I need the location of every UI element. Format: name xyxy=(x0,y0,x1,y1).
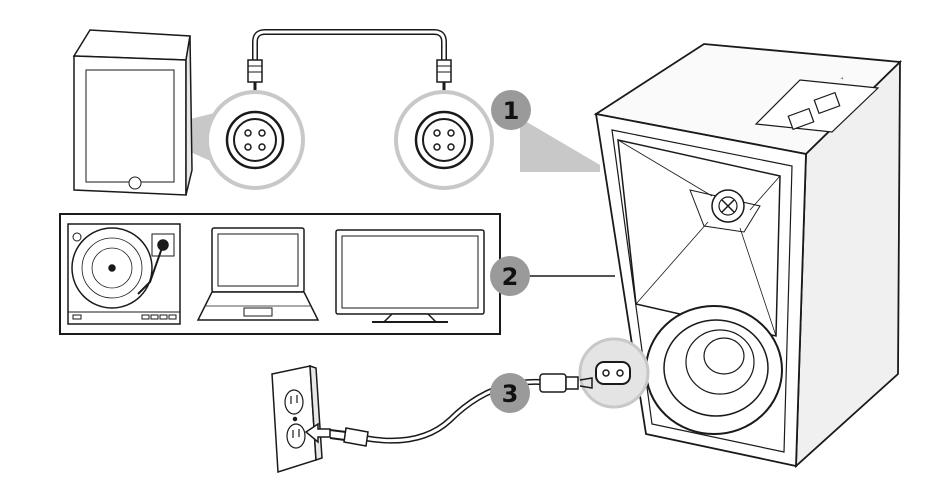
speaker-cable-icon xyxy=(248,32,451,82)
svg-text:⁺: ⁺ xyxy=(840,75,844,84)
step-number-1: 1 xyxy=(503,97,520,125)
laptop-icon xyxy=(198,228,318,320)
passive-speaker-icon xyxy=(74,30,192,195)
step-number-2: 2 xyxy=(502,263,519,291)
step-badge-1: 1 xyxy=(491,90,531,130)
step-badge-2: 2 xyxy=(490,256,530,296)
step-number-3: 3 xyxy=(502,380,519,408)
tv-icon xyxy=(336,230,484,322)
connector-jack-icon xyxy=(396,92,492,188)
wall-outlet-icon xyxy=(272,366,322,472)
connector-jack-icon xyxy=(207,92,303,188)
power-inlet-icon xyxy=(580,339,648,407)
powered-speaker-icon: ⁺ xyxy=(596,44,900,466)
turntable-icon xyxy=(68,224,180,324)
step-badge-3: 3 xyxy=(490,373,530,413)
